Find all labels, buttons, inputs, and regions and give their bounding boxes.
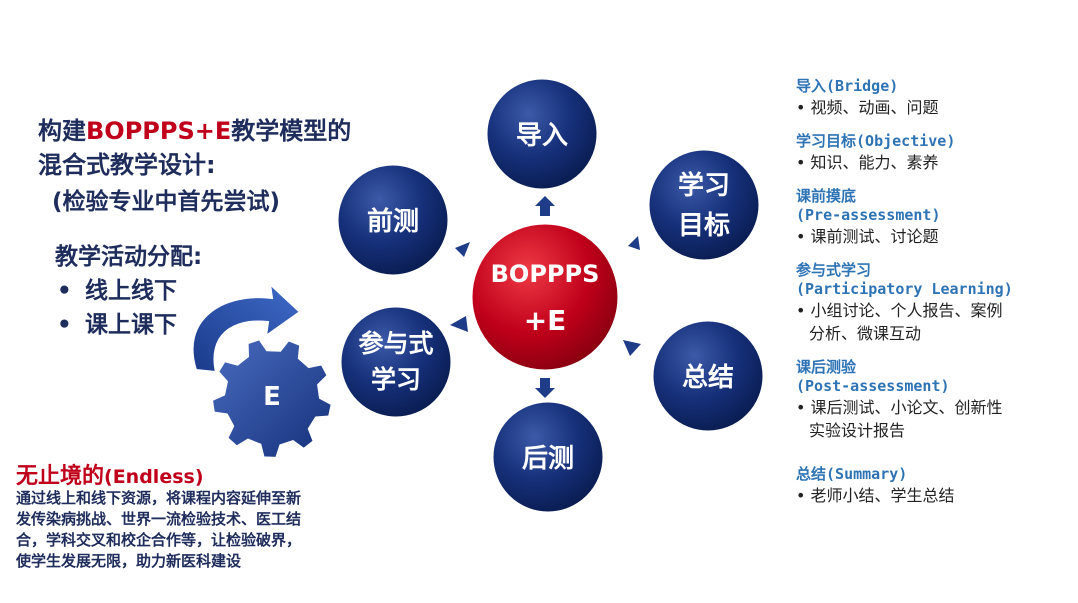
node-post-assessment: 后测: [490, 399, 606, 515]
arrow-upleft-icon: [455, 242, 470, 257]
svg-text:前测: 前测: [367, 206, 419, 237]
page-subtitle: (检验专业中首先尝试): [52, 189, 281, 215]
svg-text:学习: 学习: [371, 365, 421, 394]
legend-bridge: 导入(Bridge) • 视频、动画、问题: [796, 77, 939, 117]
svg-text:学习: 学习: [678, 170, 730, 201]
legend-participatory: 参与式学习 (Participatory Learning) • 小组讨论、个人…: [796, 261, 1013, 343]
svg-text:后测: 后测: [522, 444, 574, 474]
allocation-item: •课上课下: [57, 312, 177, 338]
title-model-name: BOPPPS+E: [86, 117, 232, 145]
legend-pre-assessment: 课前摸底 (Pre-assessment) • 课前测试、讨论题: [796, 187, 941, 246]
svg-text:参与式: 参与式: [358, 329, 433, 358]
arrow-downleft-icon: [450, 316, 468, 332]
gear-shape: [210, 338, 333, 459]
node-participatory: 参与式 学习: [338, 304, 454, 420]
node-pre-assessment: 前测: [335, 162, 451, 278]
allocation-item: •线上线下: [57, 278, 177, 304]
allocation-title: 教学活动分配:: [55, 244, 203, 270]
node-bridge: 导入: [484, 76, 600, 192]
legend-objective: 学习目标(Objective) • 知识、能力、素养: [796, 132, 956, 172]
legend-post-assessment: 课后测验 (Post-assessment) • 课后测试、小论文、创新性 实验…: [796, 358, 1003, 440]
svg-text:总结: 总结: [682, 363, 734, 393]
endless-description: 通过线上和线下资源，将课程内容延伸至新 发传染病挑战、世界一流检验技术、医工结 …: [16, 489, 302, 570]
arrow-up-icon: [535, 196, 555, 216]
gear-icon: E: [191, 281, 333, 459]
arrow-group: [450, 196, 641, 398]
legend-summary: 总结(Summary) • 老师小结、学生总结: [796, 465, 955, 505]
svg-text:BOPPPS: BOPPPS: [491, 260, 600, 288]
gear-label: E: [263, 382, 281, 412]
node-summary: 总结: [650, 318, 766, 434]
svg-text:导入: 导入: [516, 121, 568, 151]
page-title: 构建BOPPPS+E教学模型的 混合式教学设计:: [38, 117, 352, 179]
svg-text:目标: 目标: [678, 211, 730, 241]
endless-title: 无止境的(Endless): [16, 464, 204, 489]
arrow-downright-icon: [623, 340, 641, 356]
arrow-down-icon: [535, 378, 555, 398]
swirl-arrow-icon: [191, 281, 302, 374]
activity-allocation: 教学活动分配: •线上线下 •课上课下: [55, 240, 202, 342]
arrow-upright-icon: [628, 236, 640, 250]
node-center: BOPPPS +E: [469, 221, 621, 373]
svg-text:+E: +E: [524, 304, 567, 337]
legend-panel: 导入(Bridge) • 视频、动画、问题 学习目标(Objective) • …: [796, 76, 1072, 519]
node-objective: 学习 目标: [646, 147, 762, 263]
